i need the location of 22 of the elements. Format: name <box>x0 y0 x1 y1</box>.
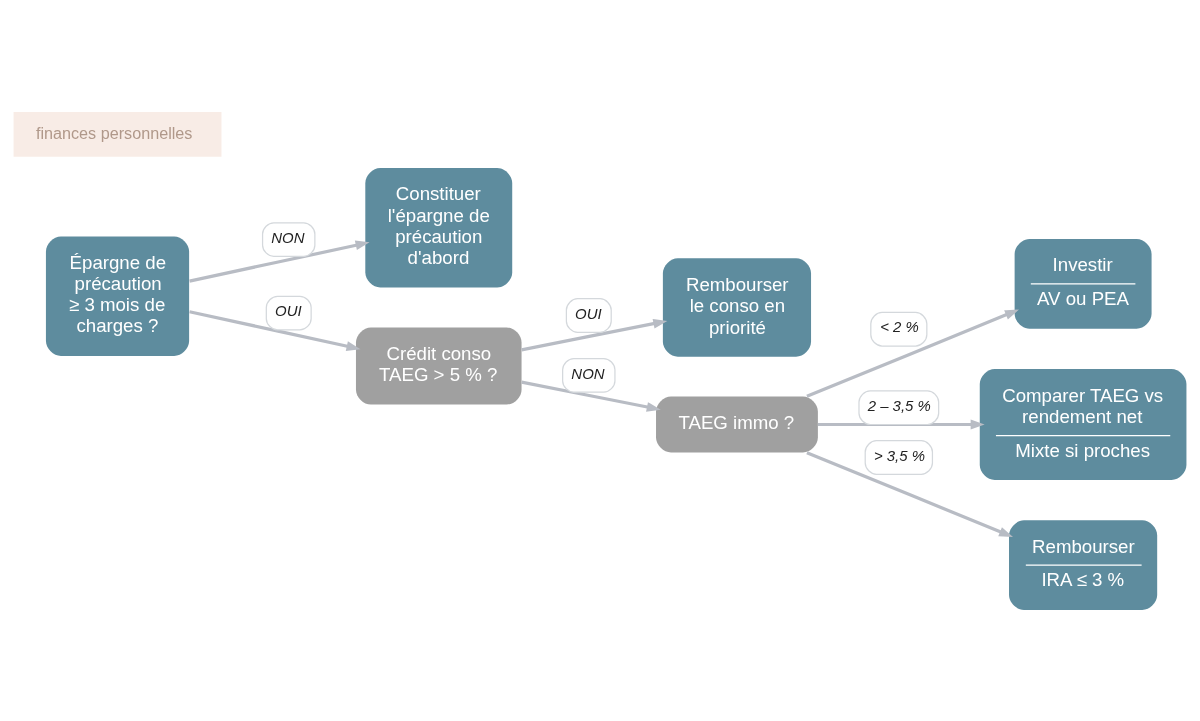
edge-label: 2 – 3,5 % <box>867 396 931 414</box>
node-box: Constituer l'épargne de précaution d'abord <box>365 167 513 288</box>
node-box: Rembourser IRA ≤ 3 % <box>1009 519 1158 610</box>
node-box: Rembourser le conso en priorité <box>662 257 812 357</box>
node-box: Épargne de précaution ≥ 3 mois de charges ? <box>45 236 190 356</box>
edge-label: OUI <box>275 301 302 319</box>
arrow <box>806 450 1014 537</box>
node-box: Investir AV ou PEA <box>1014 238 1152 329</box>
node-box: TAEG immo ? <box>656 396 818 452</box>
arrow <box>521 380 661 412</box>
edge-label: < 2 % <box>880 317 919 335</box>
arrow <box>189 240 370 283</box>
edge-label: > 3,5 % <box>873 446 925 464</box>
edge-label: NON <box>271 228 305 246</box>
node-box: Crédit conso TAEG > 5 % ? <box>355 326 522 405</box>
arrow <box>189 309 361 351</box>
arrow <box>817 419 985 429</box>
arrow <box>521 318 668 351</box>
edge-label: OUI <box>575 304 602 322</box>
label: finances personnelles <box>35 123 193 142</box>
node-box: Comparer TAEG vs rendement net Mixte si proches <box>979 368 1187 480</box>
edge-label: NON <box>571 364 605 382</box>
